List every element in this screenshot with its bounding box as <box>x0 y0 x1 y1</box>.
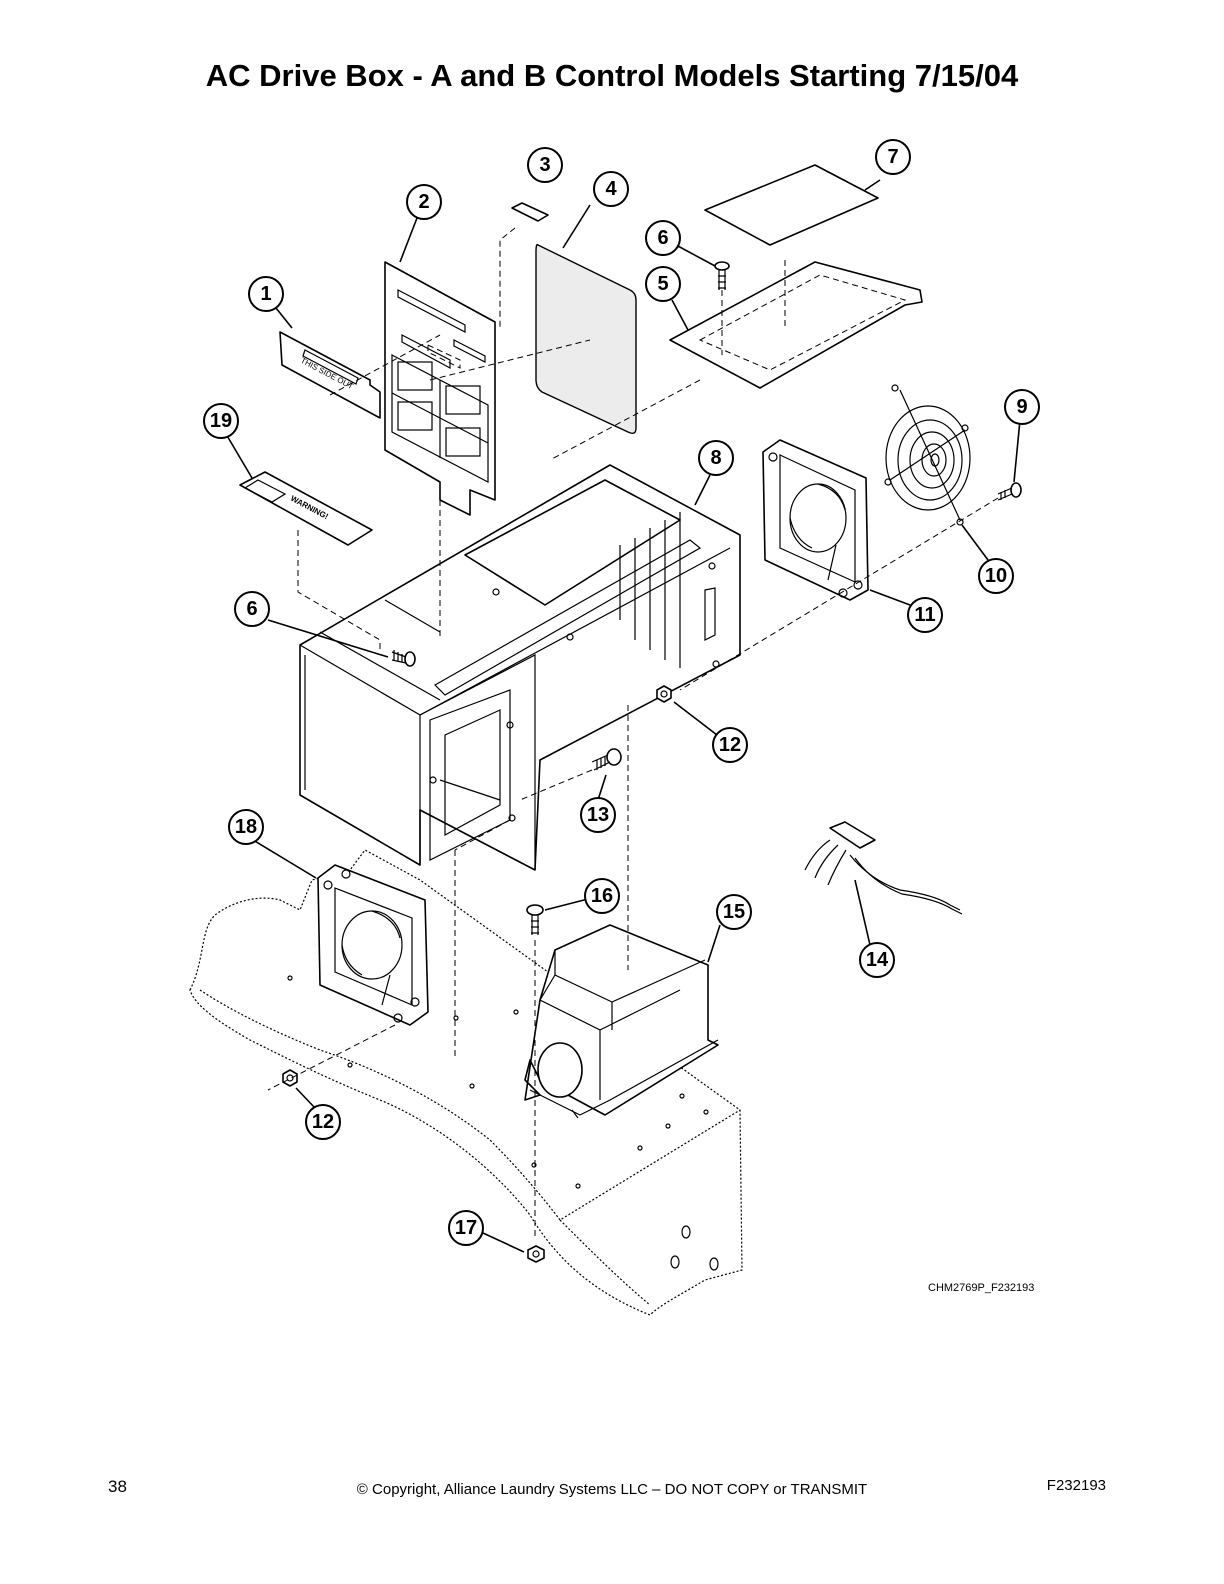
svg-text:12: 12 <box>719 734 741 756</box>
callout-leaders <box>225 179 1021 1253</box>
screw-6-side <box>391 650 416 667</box>
nut-12-right <box>656 685 672 703</box>
cover-plate-5 <box>669 261 923 389</box>
svg-text:11: 11 <box>914 604 935 626</box>
screw-16 <box>526 904 544 935</box>
svg-text:8: 8 <box>710 447 721 469</box>
fan-guard-10 <box>884 384 971 526</box>
svg-text:6: 6 <box>246 598 257 620</box>
fan-18 <box>317 864 429 1026</box>
svg-text:19: 19 <box>210 410 232 432</box>
callout-17: 17 <box>448 1210 484 1246</box>
callout-11: 11 <box>907 597 943 633</box>
callout-3: 3 <box>527 147 563 183</box>
svg-text:16: 16 <box>591 885 613 907</box>
front-panel <box>384 261 496 516</box>
callout-8: 8 <box>698 440 734 476</box>
copyright-notice: © Copyright, Alliance Laundry Systems LL… <box>356 1481 868 1498</box>
callout-10: 10 <box>978 558 1014 594</box>
callout-1: 1 <box>248 276 284 312</box>
callout-5: 5 <box>645 266 681 302</box>
fan-11 <box>762 439 869 601</box>
svg-text:12: 12 <box>312 1111 334 1133</box>
nut-17 <box>527 1245 545 1263</box>
filter-4 <box>535 243 637 435</box>
nut-12-left <box>282 1069 298 1087</box>
drawing-id: CHM2769P_F232193 <box>928 1282 1035 1294</box>
callout-14: 14 <box>859 942 895 978</box>
screw-9 <box>997 482 1022 501</box>
callout-2: 2 <box>406 184 442 220</box>
callout-15: 15 <box>716 894 752 930</box>
callout-6-top: 6 <box>645 220 681 256</box>
screw-13 <box>591 748 622 771</box>
callout-18: 18 <box>228 809 264 845</box>
callout-9: 9 <box>1004 389 1040 425</box>
svg-text:14: 14 <box>866 949 889 971</box>
document-id: F232193 <box>1046 1477 1106 1494</box>
strip-3 <box>511 202 549 222</box>
wire-harness-14 <box>804 821 963 915</box>
svg-text:5: 5 <box>657 273 668 295</box>
page-number: 38 <box>108 1477 127 1496</box>
svg-text:3: 3 <box>539 154 550 176</box>
svg-text:17: 17 <box>455 1217 477 1239</box>
svg-text:6: 6 <box>657 227 668 249</box>
screw-6-top <box>714 261 730 290</box>
callout-13: 13 <box>580 797 616 833</box>
callout-7: 7 <box>875 139 911 175</box>
svg-text:1: 1 <box>260 283 271 305</box>
svg-text:7: 7 <box>887 146 898 168</box>
gasket-7 <box>704 164 879 246</box>
svg-text:2: 2 <box>418 191 429 213</box>
page-title: AC Drive Box - A and B Control Models St… <box>205 58 1019 93</box>
callout-19: 19 <box>203 403 239 439</box>
base-cabinet-outline <box>189 849 743 1316</box>
callout-6-side: 6 <box>234 591 270 627</box>
svg-text:18: 18 <box>235 816 257 838</box>
callout-12-right: 12 <box>712 727 748 763</box>
svg-text:15: 15 <box>723 901 745 923</box>
drive-box-housing <box>299 464 741 871</box>
transformer-15 <box>524 924 719 1119</box>
decal-warning: WARNING! <box>239 471 373 546</box>
callout-12-left: 12 <box>305 1104 341 1140</box>
decal-this-side-out: THIS SIDE OUT <box>279 331 381 419</box>
callout-16: 16 <box>584 878 620 914</box>
callout-4: 4 <box>593 171 629 207</box>
svg-text:13: 13 <box>587 804 609 826</box>
svg-text:10: 10 <box>985 565 1007 587</box>
svg-text:4: 4 <box>605 178 617 200</box>
assembly-guide-lines <box>267 227 999 1240</box>
svg-text:9: 9 <box>1016 396 1027 418</box>
